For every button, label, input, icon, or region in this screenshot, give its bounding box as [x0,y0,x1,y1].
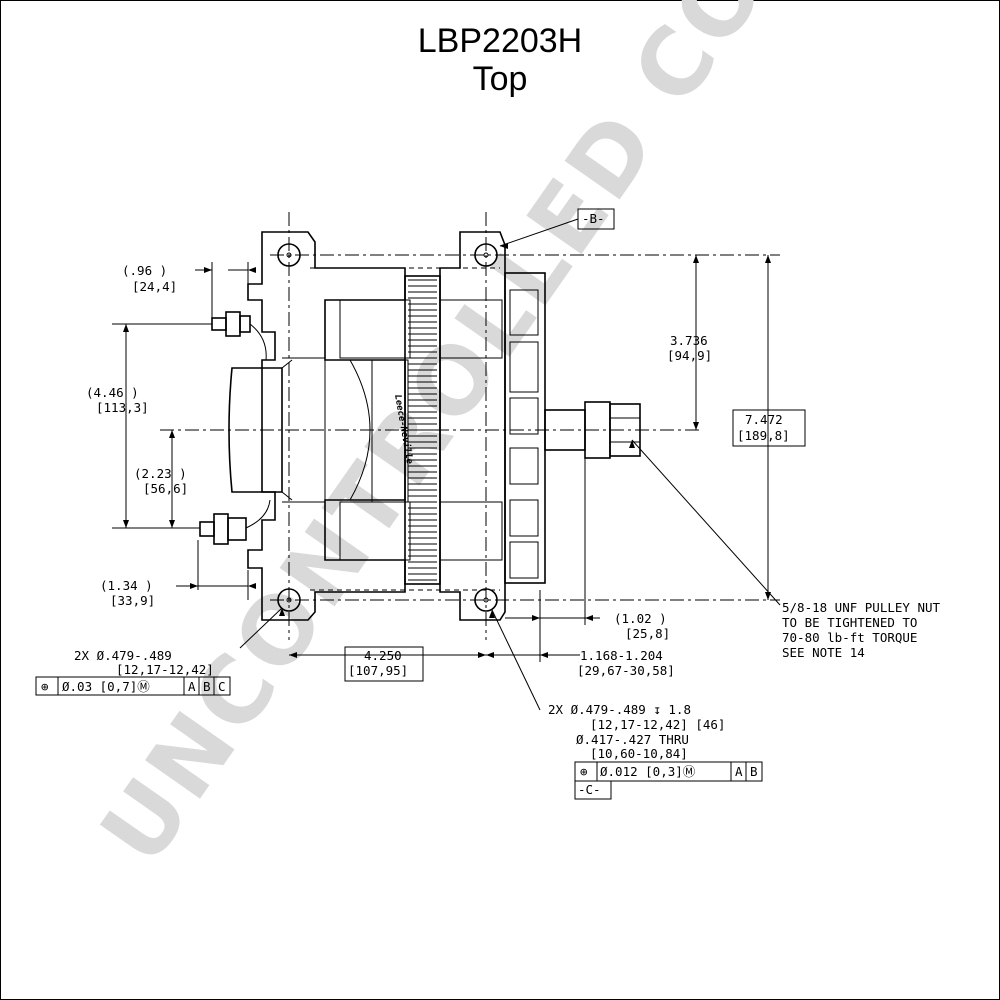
holes-left-line2: [12,17-12,42] [116,662,214,677]
dim-4250-mm: [107,95] [348,663,408,678]
datum-b: -B- [582,211,605,226]
terminal-stud-bottom [199,499,271,545]
pulley-note-line2: TO BE TIGHTENED TO [782,615,917,630]
svg-text:A: A [735,764,743,779]
dim-096-in: (.96 ) [122,263,167,278]
title-block: LBP2203H Top [0,22,1000,98]
dim-1168-in: 1.168-1.204 [580,648,663,663]
center-lines [160,212,780,640]
dim-1168-mm: [29,67-30,58] [577,663,675,678]
holes-left-line1: 2X Ø.479-.489 [74,648,172,663]
svg-text:Ø.012 [0,3]Ⓜ: Ø.012 [0,3]Ⓜ [600,764,696,779]
svg-text:Ø.03 [0,7]Ⓜ: Ø.03 [0,7]Ⓜ [62,679,150,694]
svg-text:B: B [750,764,758,779]
dim-102-mm: [25,8] [625,626,670,641]
holes-right-line1: 2X Ø.479-.489 ↧ 1.8 [548,702,691,717]
svg-text:⊕: ⊕ [580,764,588,779]
dim-102-in: (1.02 ) [614,611,667,626]
dim-096-mm: [24,4] [132,279,177,294]
dim-3736-in: 3.736 [670,333,708,348]
dimension-lines [112,218,781,711]
datum-b-box [577,208,615,230]
holes-right-fcf: ⊕ Ø.012 [0,3]Ⓜ A B [574,761,763,782]
datum-c: -C- [578,782,601,797]
dim-134-mm: [33,9] [110,593,155,608]
dim-7472-box [732,409,806,447]
dim-134-in: (1.34 ) [100,578,153,593]
dim-7472-mm: [189,8] [737,428,790,443]
dimension-arrows [123,243,771,658]
dim-4250-in: 4.250 [364,648,402,663]
pulley-note-line1: 5/8-18 UNF PULLEY NUT [782,600,941,615]
dim-4250-box [344,646,424,682]
pulley-note-line3: 70-80 lb-ft TORQUE [782,630,917,645]
dim-223-mm: [56,6] [143,481,188,496]
pulley-note-line4: SEE NOTE 14 [782,645,865,660]
dim-446-in: (4.46 ) [86,385,139,400]
svg-text:A: A [188,679,196,694]
svg-text:⊕: ⊕ [41,679,49,694]
dim-3736-mm: [94,9] [667,348,712,363]
holes-right-line2: [12,17-12,42] [46] [590,717,725,732]
part-number: LBP2203H [417,22,583,60]
holes-right-line3: Ø.417-.427 THRU [576,732,689,747]
dim-446-mm: [113,3] [96,400,149,415]
dim-7472-in: 7.472 [745,412,783,427]
holes-left-fcf: ⊕ Ø.03 [0,7]Ⓜ A B C [35,676,231,696]
svg-text:B: B [203,679,211,694]
terminal-stud-top [211,311,267,361]
svg-text:C: C [218,679,226,694]
holes-right-line4: [10,60-10,84] [590,746,688,761]
dim-223-in: (2.23 ) [134,466,187,481]
view-name: Top [472,60,528,98]
